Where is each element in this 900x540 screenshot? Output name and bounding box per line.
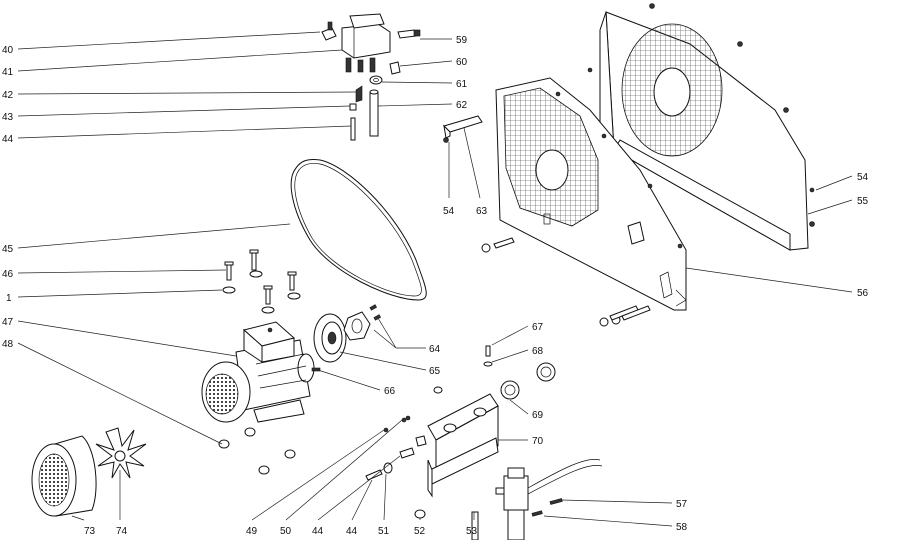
callout-labels: 40 41 42 43 44 45 46 1 47 48 59 60 61 62… [2, 35, 869, 537]
washer-68 [483, 361, 493, 367]
tube-53 [471, 511, 479, 540]
label-44-bottom-a: 44 [312, 526, 324, 537]
label-44-bottom-b: 44 [346, 526, 358, 537]
screw-54-left [443, 137, 449, 143]
leader-lines [17, 31, 853, 527]
label-46: 46 [2, 269, 14, 280]
label-56: 56 [857, 288, 869, 299]
pressure-switch [341, 13, 391, 73]
valve-42 [355, 85, 363, 103]
label-49: 49 [246, 526, 258, 537]
label-44: 44 [2, 134, 14, 145]
label-47: 47 [2, 317, 14, 328]
bracket-63 [443, 115, 483, 139]
label-61: 61 [456, 79, 468, 90]
nuts-48 [218, 427, 296, 475]
label-42: 42 [2, 90, 14, 101]
label-48: 48 [2, 339, 14, 350]
label-1: 1 [6, 293, 12, 304]
label-50: 50 [280, 526, 292, 537]
label-64: 64 [429, 344, 441, 355]
belt-guard-front [495, 77, 687, 311]
bolt-set-guard [481, 237, 651, 327]
fan-cover-73 [31, 435, 97, 517]
filter-regulator [495, 458, 603, 540]
pressure-gauge-69 [500, 362, 556, 400]
label-74: 74 [116, 526, 128, 537]
tube-62 [369, 89, 379, 137]
pin-58 [531, 510, 543, 517]
label-57: 57 [676, 499, 688, 510]
screw-67 [485, 345, 491, 357]
nut-near-bracket [433, 386, 443, 394]
label-69: 69 [532, 410, 544, 421]
label-53: 53 [466, 526, 478, 537]
motor-bolts-46 [224, 249, 297, 305]
label-65: 65 [429, 366, 441, 377]
label-51: 51 [378, 526, 390, 537]
label-40: 40 [2, 45, 14, 56]
label-63: 63 [476, 206, 488, 217]
label-55: 55 [857, 196, 869, 207]
label-54-right: 54 [857, 172, 869, 183]
label-67: 67 [532, 322, 544, 333]
elbow-fitting-40 [321, 21, 337, 41]
belt-45 [290, 159, 427, 301]
small-fittings-row [365, 415, 427, 519]
label-58: 58 [676, 522, 688, 533]
fan-74 [95, 427, 147, 479]
label-45: 45 [2, 244, 14, 255]
taper-bush-64 [343, 304, 382, 341]
label-66: 66 [384, 386, 396, 397]
key-66 [311, 367, 321, 372]
fitting-43 [349, 103, 357, 111]
pulley-65 [313, 313, 347, 363]
label-62: 62 [456, 100, 468, 111]
label-60: 60 [456, 57, 468, 68]
belt-guard-back [587, 3, 815, 251]
label-41: 41 [2, 67, 14, 78]
label-54-left: 54 [443, 206, 455, 217]
pin-57 [549, 498, 563, 505]
label-73: 73 [84, 526, 96, 537]
label-43: 43 [2, 112, 14, 123]
washers-1 [222, 270, 301, 314]
electric-motor-47 [201, 321, 315, 423]
fitting-59 [397, 29, 421, 39]
elbow-60 [389, 61, 401, 75]
mounting-bracket-70 [427, 393, 499, 498]
label-52: 52 [414, 526, 426, 537]
label-68: 68 [532, 346, 544, 357]
nut-61 [369, 75, 383, 85]
label-59: 59 [456, 35, 468, 46]
tube-44-top [350, 117, 356, 141]
label-70: 70 [532, 436, 544, 447]
